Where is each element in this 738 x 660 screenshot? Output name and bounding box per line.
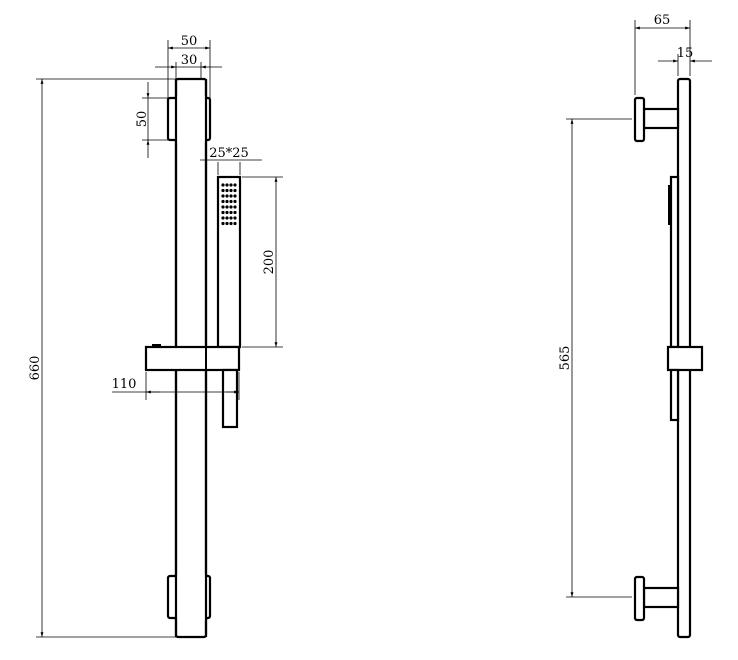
nozzle-dot xyxy=(225,205,229,209)
holder-side xyxy=(666,345,704,372)
hose-connector xyxy=(221,368,239,429)
nozzle-dot xyxy=(233,210,237,215)
nozzle-dot xyxy=(229,183,233,187)
holder-button xyxy=(152,344,161,347)
nozzle-dot xyxy=(221,194,225,198)
nozzle-dot xyxy=(221,221,225,226)
upper-wall-flange xyxy=(633,96,646,143)
upper-arm xyxy=(642,107,680,130)
nozzle-dot xyxy=(221,210,225,215)
nozzle-dot xyxy=(221,205,225,209)
nozzle-face xyxy=(668,185,671,225)
shower-holder xyxy=(144,345,241,372)
front-view: 50 30 50 25*25 200 110 660 xyxy=(28,34,283,639)
nozzle-dot xyxy=(229,221,233,226)
nozzle-dot xyxy=(225,199,229,204)
nozzle-dot xyxy=(229,199,233,204)
nozzle-dot xyxy=(225,210,229,215)
dim-bracket-height: 50 xyxy=(135,111,150,128)
nozzle-dot xyxy=(233,216,237,220)
hose-connector-side xyxy=(669,368,680,422)
dim-bracket-width: 50 xyxy=(181,34,198,49)
dim-bracket-spacing: 565 xyxy=(558,346,573,371)
dim-holder-width: 110 xyxy=(112,377,137,392)
nozzle-dot xyxy=(233,199,237,204)
nozzle-grid xyxy=(221,183,237,226)
nozzle-dot xyxy=(221,188,225,193)
hand-shower xyxy=(216,175,242,349)
nozzle-dot xyxy=(225,221,229,226)
dim-handset-section: 25*25 xyxy=(209,146,249,161)
rail-overlay xyxy=(176,96,206,142)
side-view: 65 15 565 xyxy=(558,13,712,639)
nozzle-dot xyxy=(233,205,237,209)
nozzle-dot xyxy=(225,194,229,198)
dim-overall-height: 660 xyxy=(28,356,43,381)
lower-arm xyxy=(642,586,680,609)
nozzle-dot xyxy=(229,205,233,209)
dim-rail-depth: 15 xyxy=(677,46,694,61)
nozzle-dot xyxy=(225,188,229,193)
nozzle-dot xyxy=(221,216,225,220)
nozzle-dot xyxy=(229,210,233,215)
nozzle-dot xyxy=(229,194,233,198)
nozzle-dot xyxy=(221,199,225,204)
nozzle-dot xyxy=(225,183,229,187)
nozzle-dot xyxy=(229,188,233,193)
nozzle-dot xyxy=(233,194,237,198)
nozzle-dot xyxy=(225,216,229,220)
nozzle-dot xyxy=(233,183,237,187)
dim-handset-length: 200 xyxy=(262,250,277,275)
nozzle-dot xyxy=(229,216,233,220)
hand-shower-side xyxy=(669,175,680,349)
rail-overlay xyxy=(176,574,206,620)
nozzle-dot xyxy=(221,183,225,187)
lower-wall-flange xyxy=(633,575,646,622)
dim-rail-width: 30 xyxy=(181,53,198,68)
nozzle-dot xyxy=(233,221,237,226)
nozzle-dot xyxy=(233,188,237,193)
dim-bracket-depth: 65 xyxy=(654,13,671,28)
